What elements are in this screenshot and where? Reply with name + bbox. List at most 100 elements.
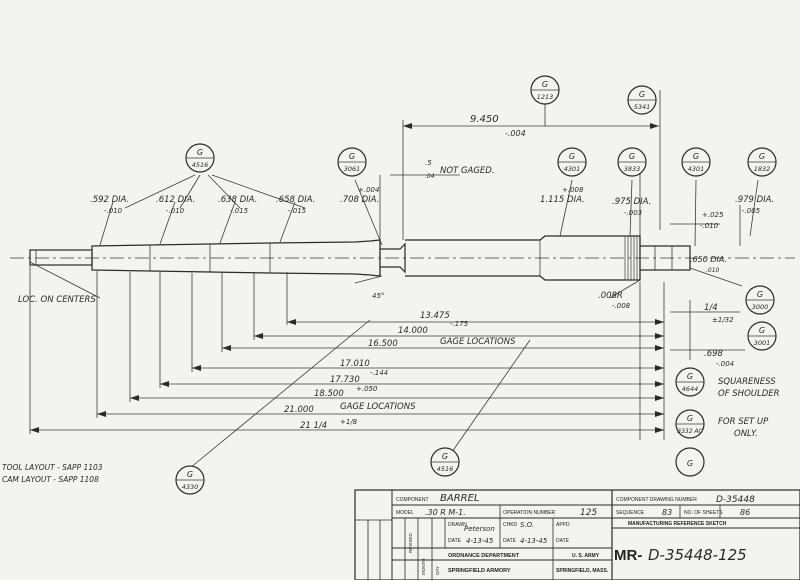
balloon-3001: G 3001 bbox=[747, 321, 777, 351]
svg-text:G: G bbox=[757, 290, 763, 299]
tb-drawn-label: DRAWN bbox=[448, 522, 467, 528]
tb-chkd-date-label: DATE bbox=[503, 538, 517, 544]
dim-979: .979 DIA. bbox=[735, 195, 774, 205]
len-13475-tol: -.175 bbox=[450, 320, 469, 328]
dim-698: .698 bbox=[704, 349, 724, 359]
dim-592-tol: -.010 bbox=[104, 207, 123, 215]
tb-chkd-date: 4-13-45 bbox=[520, 537, 548, 545]
squareness-line2: OF SHOULDER bbox=[718, 389, 780, 399]
svg-text:G: G bbox=[542, 80, 548, 89]
tb-chkd-label: CHKD bbox=[503, 522, 518, 528]
len-17010: 17.010 bbox=[340, 359, 370, 369]
not-gaged-tol: .5 bbox=[425, 159, 432, 167]
dim-979-tol: -.005 bbox=[742, 207, 761, 215]
svg-text:3001: 3001 bbox=[754, 339, 771, 347]
setup-line1: FOR SET UP bbox=[718, 417, 769, 427]
len-17730-tol: +.050 bbox=[356, 385, 378, 393]
barrel-thread bbox=[624, 236, 638, 280]
tb-component-label: COMPONENT bbox=[396, 497, 429, 503]
dim-592: .592 DIA. bbox=[90, 195, 129, 205]
len-13475: 13.475 bbox=[420, 311, 450, 321]
svg-text:1832: 1832 bbox=[754, 165, 771, 173]
not-gaged-note: NOT GAGED. bbox=[440, 166, 495, 176]
dim-008r: .008R bbox=[598, 291, 623, 301]
balloon-blank: G bbox=[675, 447, 705, 477]
tb-comp-drawing: D-35448 bbox=[716, 495, 755, 505]
dim-025: +.025 bbox=[702, 211, 724, 219]
gage-balloons: G 4516 G 3061 G 1213 G 5341 G 4301 G 383… bbox=[175, 75, 777, 495]
cam-layout-note: CAM LAYOUT - SAPP 1108 bbox=[2, 475, 99, 484]
tb-mr-prefix: MR- bbox=[614, 547, 642, 564]
len-18500: 18.500 bbox=[314, 389, 344, 399]
barrel-muzzle-section bbox=[29, 249, 93, 266]
balloon-1213: G 1213 bbox=[530, 75, 560, 105]
dim-638-tol: -.015 bbox=[230, 207, 249, 215]
dimension-text: .592 DIA. -.010 .612 DIA. -.010 .638 DIA… bbox=[2, 114, 780, 484]
svg-text:G: G bbox=[442, 452, 448, 461]
balloon-4516-bottom: G 4516 bbox=[430, 447, 460, 477]
dim-9450: 9.450 bbox=[470, 114, 499, 125]
tb-appd-date-label: DATE bbox=[556, 538, 570, 544]
svg-text:G: G bbox=[349, 152, 355, 161]
gage-locations-2: GAGE LOCATIONS bbox=[340, 402, 416, 412]
tb-sequence: 83 bbox=[662, 508, 672, 517]
dim-658-tol: -.015 bbox=[288, 207, 307, 215]
svg-text:3000: 3000 bbox=[752, 303, 769, 311]
setup-line2: ONLY. bbox=[734, 429, 758, 439]
balloon-1832: G 1832 bbox=[747, 147, 777, 177]
dim-698-tol: -.004 bbox=[716, 360, 734, 368]
dim-1115-tol: +.008 bbox=[562, 186, 584, 194]
tb-drawn-by: Peterson bbox=[464, 525, 495, 533]
svg-text:G: G bbox=[687, 459, 693, 468]
loc-on-centers: LOC. ON CENTERS bbox=[18, 295, 96, 305]
svg-text:3332 AC: 3332 AC bbox=[677, 428, 703, 435]
barrel-body bbox=[91, 239, 381, 277]
title-block: REVISED MONTH DAY COMPONENT BARREL MODEL… bbox=[354, 489, 800, 580]
svg-text:G: G bbox=[693, 152, 699, 161]
len-17010-tol: -.144 bbox=[370, 369, 388, 377]
dimension-lines bbox=[29, 90, 759, 469]
svg-text:4516: 4516 bbox=[192, 161, 209, 169]
svg-text:G: G bbox=[569, 152, 575, 161]
len-16500: 16.500 bbox=[368, 339, 398, 349]
balloon-4644: G 4644 bbox=[675, 367, 705, 397]
svg-text:3833: 3833 bbox=[624, 165, 641, 173]
dim-008r-tol: -.008 bbox=[612, 302, 631, 310]
dim-650-tol: .010 bbox=[706, 267, 720, 274]
tb-ordnance: ORDNANCE DEPARTMENT bbox=[448, 553, 520, 559]
len-14000: 14.000 bbox=[398, 326, 428, 336]
balloon-3332ac: G 3332 AC bbox=[675, 409, 705, 439]
len-2114: 21 1/4 bbox=[300, 421, 327, 431]
tb-month-label: MONTH bbox=[421, 559, 426, 576]
barrel-chamber bbox=[405, 235, 641, 281]
angle-45: 45° bbox=[372, 292, 384, 300]
dim-1115: 1.115 DIA. bbox=[540, 195, 585, 205]
svg-text:G: G bbox=[639, 90, 645, 99]
len-2114-tol: +1/8 bbox=[340, 418, 358, 426]
gage-locations-1: GAGE LOCATIONS bbox=[440, 337, 516, 347]
tool-layout-note: TOOL LAYOUT - SAPP 1103 bbox=[2, 463, 103, 472]
dim-708-tol: +.004 bbox=[358, 186, 379, 194]
balloon-3833: G 3833 bbox=[617, 147, 647, 177]
balloon-5341: G 5341 bbox=[627, 85, 657, 115]
dim-quarter-tol: ±1/32 bbox=[712, 316, 734, 324]
tb-drawn-date: 4-13-45 bbox=[466, 537, 494, 545]
tb-model: .30 R M-1. bbox=[425, 508, 466, 517]
tb-day-label: DAY bbox=[435, 566, 440, 575]
svg-text:4330: 4330 bbox=[182, 483, 199, 491]
dim-650: .650 DIA. bbox=[690, 255, 727, 264]
tb-revised-label: REVISED bbox=[408, 532, 413, 553]
dim-612: .612 DIA. bbox=[156, 195, 195, 205]
tb-mfg-ref: MANUFACTURING REFERENCE SKETCH bbox=[628, 521, 727, 527]
balloon-4516-top: G 4516 bbox=[185, 143, 215, 173]
svg-text:4301: 4301 bbox=[688, 165, 705, 173]
dim-638: .638 DIA. bbox=[218, 195, 257, 205]
balloon-3061: G 3061 bbox=[337, 147, 367, 177]
tb-component: BARREL bbox=[440, 493, 480, 504]
svg-text:4644: 4644 bbox=[682, 385, 699, 393]
tb-model-label: MODEL bbox=[396, 510, 414, 516]
tb-operation-label: OPERATION NUMBER bbox=[503, 510, 556, 516]
balloon-4330: G 4330 bbox=[175, 465, 205, 495]
svg-text:G: G bbox=[687, 372, 693, 381]
tb-comp-drawing-label: COMPONENT DRAWING NUMBER bbox=[616, 497, 697, 503]
